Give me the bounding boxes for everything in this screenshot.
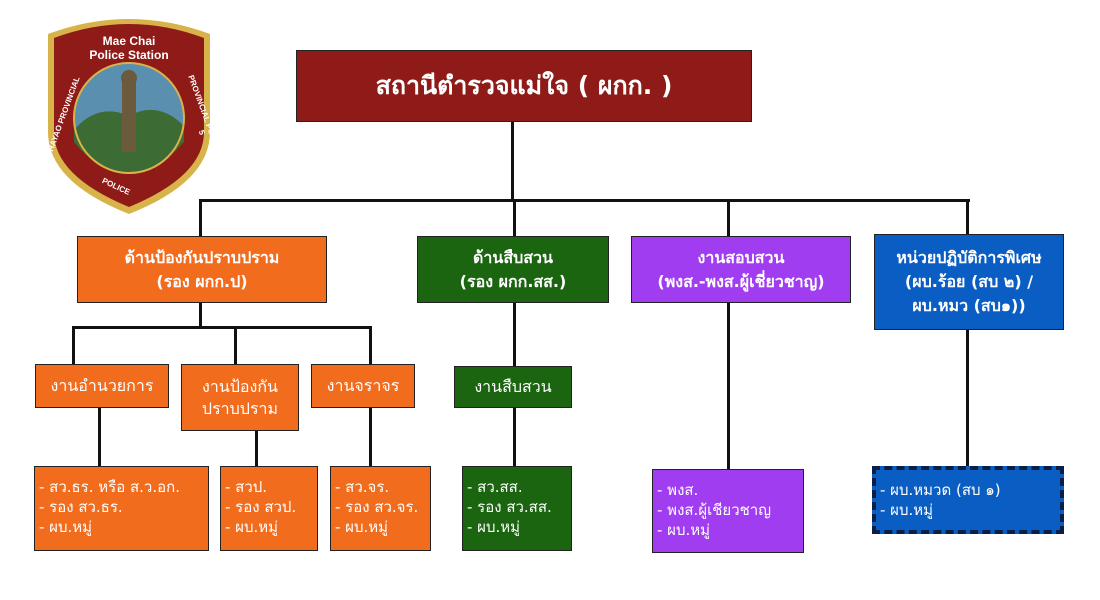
logo-line-1: Mae Chai (102, 34, 156, 48)
member-item: - สวป. (225, 478, 268, 496)
unit-label: งานอำนวยการ (50, 376, 154, 395)
root-label: สถานีตำรวจแม่ใจ ( ผกก. ) (375, 71, 673, 100)
members-traffic: - สว.จร. - รอง สว.จร. - ผบ.หมู่ (330, 466, 431, 551)
connector (199, 199, 970, 202)
section-label: ด้านสืบสวน (473, 247, 553, 267)
connector (369, 326, 372, 364)
member-item: - ผบ.หมู่ (467, 518, 521, 536)
unit-label: งานป้องกัน (202, 376, 278, 396)
member-item: - สว.ธร. หรือ ส.ว.อก. (39, 478, 180, 496)
unit-label: งานจราจร (326, 376, 400, 395)
section-sublabel: (พงส.-พงส.ผู้เชี่ยวชาญ) (657, 271, 825, 291)
members-investigation: - สว.สส. - รอง สว.สส. - ผบ.หมู่ (462, 466, 572, 551)
member-item: - รอง สวป. (225, 498, 297, 516)
members-prevention-suppression: - สวป. - รอง สวป. - ผบ.หมู่ (220, 466, 318, 551)
unit-traffic: งานจราจร (311, 364, 415, 408)
section-sublabel-2: ผบ.หมว (สบ๑)) (912, 296, 1026, 315)
unit-investigation: งานสืบสวน (454, 366, 572, 408)
member-item: - ผบ.หมู่ (880, 501, 934, 519)
member-item: - รอง สว.จร. (335, 498, 419, 516)
connector (966, 330, 969, 468)
connector (98, 408, 101, 466)
connector (255, 430, 258, 466)
connector (199, 302, 202, 328)
police-badge-logo: Mae Chai Police Station PHAYAO PROVINCIA… (38, 12, 234, 217)
connector (966, 199, 969, 235)
connector (234, 326, 237, 364)
member-item: - สว.สส. (467, 478, 523, 496)
unit-label-2: ปราบปราม (201, 398, 279, 418)
section-sublabel: (รอง ผกก.สส.) (459, 271, 567, 291)
connector (727, 302, 730, 470)
member-item: - ผบ.หมู่ (39, 518, 93, 536)
section-label: ด้านป้องกันปราบปราม (124, 247, 280, 267)
member-item: - ผบ.หมวด (สบ ๑) (880, 481, 1001, 499)
connector (72, 326, 372, 329)
logo-line-2: Police Station (89, 48, 169, 62)
section-special-ops: หน่วยปฏิบัติการพิเศษ (ผบ.ร้อย (สบ ๒) / ผ… (874, 234, 1064, 330)
connector (513, 302, 516, 366)
section-sublabel: (ผบ.ร้อย (สบ ๒) / (904, 272, 1034, 291)
members-administration: - สว.ธร. หรือ ส.ว.อก. - รอง สว.ธร. - ผบ.… (34, 466, 209, 551)
member-item: - พงส. (657, 481, 699, 499)
connector (369, 408, 372, 466)
member-item: - พงส.ผู้เชียวชาญ (657, 501, 772, 519)
member-item: - รอง สว.สส. (467, 498, 552, 516)
unit-prevention-suppression: งานป้องกัน ปราบปราม (181, 364, 299, 431)
member-item: - ผบ.หมู่ (225, 518, 279, 536)
section-sublabel: (รอง ผกก.ป) (156, 271, 248, 291)
root-node: สถานีตำรวจแม่ใจ ( ผกก. ) (296, 50, 752, 122)
section-inquiry: งานสอบสวน (พงส.-พงส.ผู้เชี่ยวชาญ) (631, 236, 851, 303)
unit-label: งานสืบสวน (474, 377, 552, 396)
section-label: หน่วยปฏิบัติการพิเศษ (896, 248, 1042, 267)
connector (727, 199, 730, 237)
connector (72, 326, 75, 364)
members-inquiry: - พงส. - พงส.ผู้เชียวชาญ - ผบ.หมู่ (652, 469, 804, 553)
connector (199, 199, 202, 237)
section-investigation: ด้านสืบสวน (รอง ผกก.สส.) (417, 236, 609, 303)
section-prevention: ด้านป้องกันปราบปราม (รอง ผกก.ป) (77, 236, 327, 303)
members-special-ops: - ผบ.หมวด (สบ ๑) - ผบ.หมู่ (872, 466, 1064, 534)
connector (511, 120, 514, 200)
unit-administration: งานอำนวยการ (35, 364, 169, 408)
member-item: - ผบ.หมู่ (335, 518, 389, 536)
connector (513, 199, 516, 237)
section-label: งานสอบสวน (697, 247, 785, 267)
shield-icon (48, 19, 210, 214)
member-item: - สว.จร. (335, 478, 390, 496)
connector (513, 407, 516, 467)
member-item: - รอง สว.ธร. (39, 498, 123, 516)
member-item: - ผบ.หมู่ (657, 521, 711, 539)
